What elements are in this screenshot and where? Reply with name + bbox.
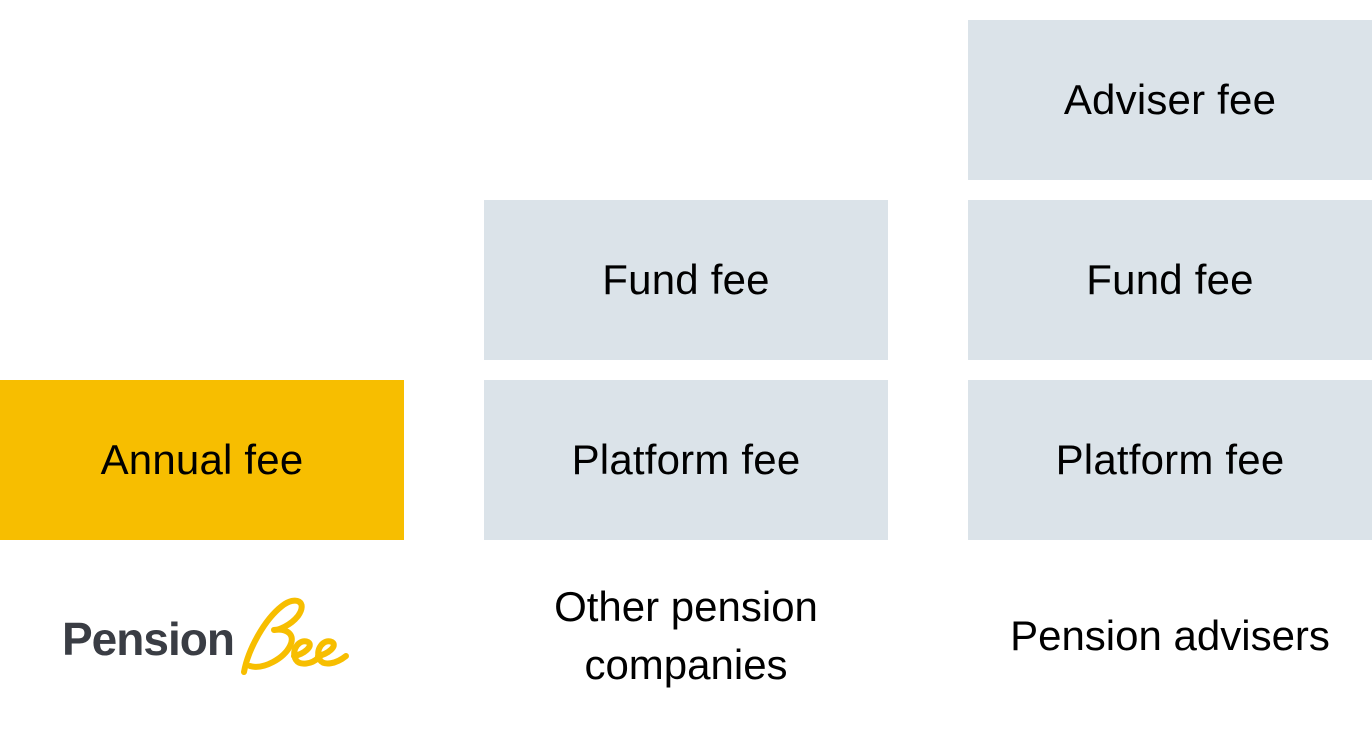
pensionbee-logo: Pension bbox=[62, 590, 352, 680]
pensionbee-column: Annual fee Pension bbox=[0, 0, 404, 752]
logo-wordmark: Pension bbox=[62, 613, 235, 665]
platform-fee-box: Platform fee bbox=[484, 380, 888, 540]
annual-fee-box: Annual fee bbox=[0, 380, 404, 540]
column-caption: Other pension companies bbox=[554, 583, 818, 688]
fund-fee-box: Fund fee bbox=[484, 200, 888, 360]
column-caption: Pension advisers bbox=[1010, 612, 1330, 659]
bee-logo-icon bbox=[241, 597, 349, 675]
platform-fee-box: Platform fee bbox=[968, 380, 1372, 540]
fee-stack: Platform fee Fund fee Adviser fee bbox=[968, 20, 1372, 540]
fee-stack: Platform fee Fund fee bbox=[484, 200, 888, 540]
fund-fee-box: Fund fee bbox=[968, 200, 1372, 360]
adviser-fee-box: Adviser fee bbox=[968, 20, 1372, 180]
pension-advisers-column: Platform fee Fund fee Adviser fee Pensio… bbox=[968, 0, 1372, 752]
other-companies-column: Platform fee Fund fee Other pension comp… bbox=[484, 0, 888, 752]
fee-stack: Annual fee bbox=[0, 380, 404, 540]
